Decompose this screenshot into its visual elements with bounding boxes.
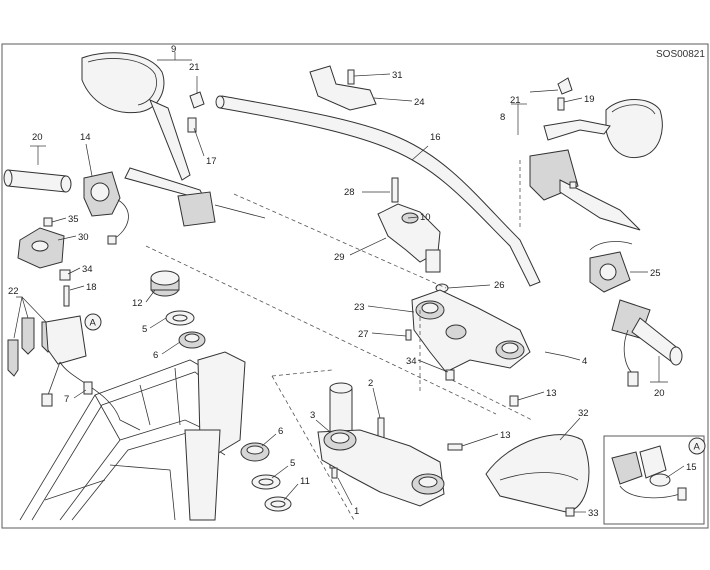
leader-lines: [51, 73, 685, 513]
callout-19: 19: [584, 94, 595, 105]
callout-9: 9: [171, 44, 176, 55]
callout-26: 26: [494, 280, 505, 291]
callout-6: 6: [278, 426, 283, 437]
detail-marker-a-left: [84, 313, 102, 331]
callout-15: 15: [686, 462, 697, 473]
callout-3: 3: [310, 410, 315, 421]
callout-5: 5: [290, 458, 295, 469]
callout-11: 11: [300, 476, 310, 487]
detail-a-inset: [603, 435, 705, 525]
callout-32: 32: [578, 408, 589, 419]
callout-23: 23: [354, 302, 365, 313]
left-mirror: [81, 52, 191, 181]
detail-marker-a-left-label: A: [90, 318, 97, 329]
callout-30: 30: [78, 232, 89, 243]
callout-34: 34: [406, 356, 417, 367]
callout-1: 1: [354, 506, 359, 517]
bolts-left: [59, 269, 71, 307]
callout-13: 13: [546, 388, 557, 399]
callout-13: 13: [500, 430, 511, 441]
lower-bolts: [447, 443, 463, 451]
callout-2: 2: [368, 378, 373, 389]
callout-14: 14: [80, 132, 91, 143]
frame-structure: [19, 351, 246, 521]
callout-27: 27: [358, 329, 369, 340]
detail-marker-a-inset: [688, 437, 706, 455]
callout-34: 34: [82, 264, 93, 275]
handlebar-clamp-top: [309, 65, 377, 111]
left-grip: [3, 169, 72, 193]
detail-marker-a-inset-label: A: [694, 442, 701, 453]
left-switch: [83, 171, 129, 245]
diagram-frame: [1, 43, 709, 529]
ignition-switch: [41, 315, 141, 431]
callout-18: 18: [86, 282, 97, 293]
callout-28: 28: [344, 187, 355, 198]
callout-8: 8: [500, 112, 505, 123]
steering-cover: [485, 434, 590, 517]
callout-12: 12: [132, 298, 143, 309]
right-brake-lever: [529, 149, 641, 251]
callout-35: 35: [68, 214, 79, 225]
steering-stem: [317, 382, 445, 507]
callout-16: 16: [430, 132, 441, 143]
relation-lines: [145, 160, 533, 521]
lower-bearing-stack: [240, 442, 292, 512]
right-switch: [589, 251, 631, 293]
callout-20: 20: [654, 388, 665, 399]
callout-22: 22: [8, 286, 19, 297]
mirror-bolts-left: [187, 91, 205, 133]
upper-bearing-stack: [150, 270, 206, 349]
callout-33: 33: [588, 508, 599, 519]
throttle-housing-left: [17, 217, 65, 269]
right-mirror: [543, 77, 663, 158]
callout-5: 5: [142, 324, 147, 335]
callout-10: 10: [420, 212, 431, 223]
callout-labels: 9 21 17 20 14 35 30 34 18 22 7 12 5 6 31…: [8, 44, 697, 519]
callout-29: 29: [334, 252, 345, 263]
callout-6: 6: [153, 350, 158, 361]
callout-25: 25: [650, 268, 661, 279]
callout-24: 24: [414, 97, 425, 108]
right-grip: [611, 299, 683, 387]
callout-21: 21: [189, 62, 200, 73]
callout-7: 7: [64, 394, 69, 405]
callout-17: 17: [206, 156, 217, 167]
handlebar: [215, 95, 541, 287]
left-clutch-lever: [124, 167, 266, 227]
upper-triple-clamp: [405, 283, 566, 407]
callout-21: 21: [510, 95, 521, 106]
callout-4: 4: [582, 356, 587, 367]
drawing-code: SOS00821: [656, 49, 705, 60]
callout-31: 31: [392, 70, 403, 81]
handlebar-riser: [377, 177, 441, 273]
callout-20: 20: [32, 132, 43, 143]
